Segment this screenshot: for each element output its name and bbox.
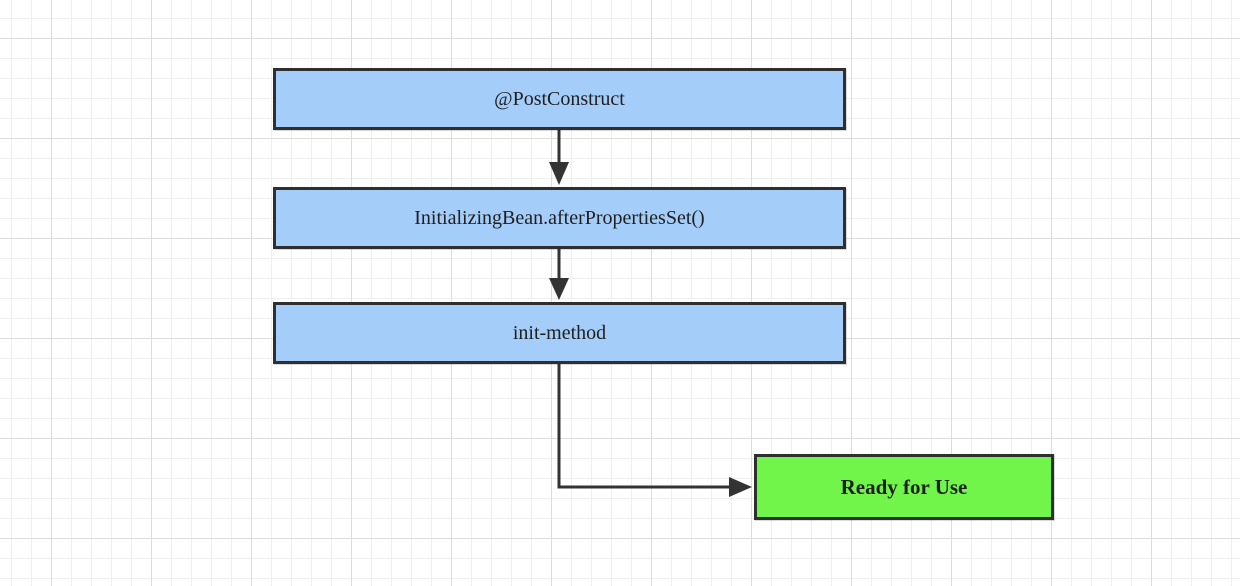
node-ready-for-use[interactable]: Ready for Use [754, 454, 1054, 520]
node-post-construct-label: @PostConstruct [494, 87, 625, 110]
node-post-construct[interactable]: @PostConstruct [273, 68, 846, 130]
arrowhead-2 [549, 278, 569, 300]
node-init-method[interactable]: init-method [273, 302, 846, 364]
edge-initmethod-to-ready [557, 364, 735, 489]
node-ready-for-use-label: Ready for Use [840, 474, 968, 499]
node-after-properties-set[interactable]: InitializingBean.afterPropertiesSet() [273, 187, 846, 249]
arrowhead-1 [549, 162, 569, 185]
node-init-method-label: init-method [512, 321, 607, 344]
node-after-properties-set-label: InitializingBean.afterPropertiesSet() [414, 206, 705, 229]
arrowhead-3 [729, 477, 752, 497]
